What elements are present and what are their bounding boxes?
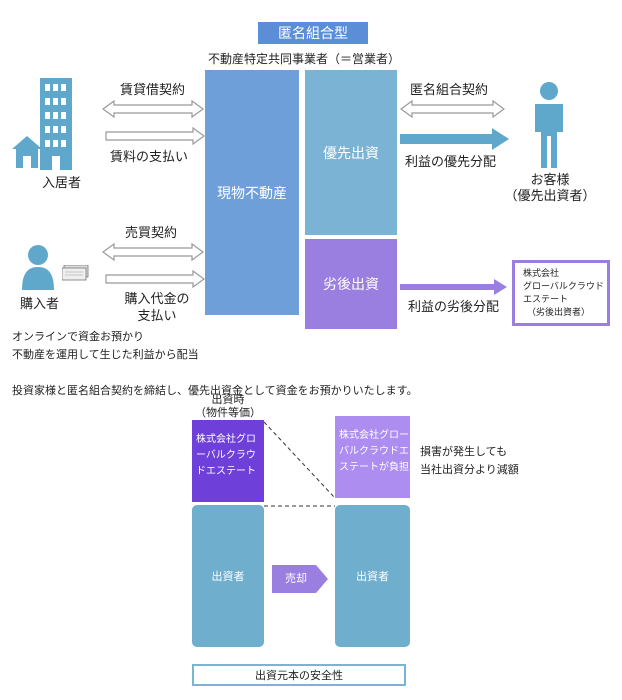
investment-time-line-2: （物件等価） [195,406,261,419]
online-note-line-2: 不動産を運用して生じた利益から配当 [12,348,199,361]
company-share-after-line-3: ステートが負担 [339,462,409,473]
sub-box-line-3: エステート [523,295,569,305]
sale-arrow-label: 売却 [285,572,307,585]
principal-safety-caption-label: 出資元本の安全性 [255,669,343,682]
lease-contract-label: 賃貸借契約 [120,83,186,98]
subordinate-distribution-label: 利益の劣後分配 [408,300,500,315]
buyer-label: 購入者 [20,297,60,312]
rent-arrow [105,127,205,145]
property-block-label: 現物不動産 [217,185,287,202]
house-icon [12,136,42,168]
anon-contract-double-arrow [400,100,505,118]
company-share-before: 株式会社グロ ーバルクラウ ドエステート [192,420,264,502]
purchase-payment-line-1: 購入代金の [124,292,190,307]
sub-box-line-2: グローバルクラウド [523,282,604,292]
subordinate-investor-box: 株式会社 グローバルクラウド エステート （劣後出資者） [512,260,610,326]
customer-label-line-2: （優先出資者） [504,189,596,204]
investor-after: 出資者 [335,505,410,647]
person-icon-buyer [22,245,54,290]
company-share-after-line-1: 株式会社グロー [339,430,409,441]
cash-icon [62,265,89,281]
priority-investment-label: 優先出資 [323,145,379,162]
sale-arrow [272,565,328,593]
purchase-payment-label: 購入代金の 支払い [112,291,202,325]
intro-text: 投資家様と匿名組合契約を締結し、優先出資金として資金をお預かりいたします。 [12,384,418,397]
company-share-before-line-3: ドエステート [196,466,256,477]
sale-contract-label: 売買契約 [125,226,178,241]
subordinate-investment-block: 劣後出資 [305,239,397,329]
priority-distribution-arrow [400,128,509,150]
online-note-line-1: オンラインで資金お預かり [12,330,144,343]
loss-dashed-lines [263,421,336,507]
investment-time-line-1: 出資時 [211,393,245,406]
customer-label-line-1: お客様 [530,173,570,188]
company-share-before-line-1: 株式会社グロ [196,434,256,445]
property-block: 現物不動産 [205,70,299,315]
building-icon [40,78,72,170]
rent-payment-label: 賃料の支払い [110,150,189,165]
investor-before: 出資者 [192,505,264,647]
online-note: オンラインで資金お預かり 不動産を運用して生じた利益から配当 [12,328,199,364]
priority-investment-block: 優先出資 [305,70,397,235]
subordinate-distribution-arrow [400,279,507,295]
priority-distribution-label: 利益の優先分配 [405,155,497,170]
company-share-before-line-2: ーバルクラウ [196,450,256,461]
loss-note-line-1: 損害が発生しても [420,445,508,458]
lease-double-arrow [102,100,204,118]
loss-note-line-2: 当社出資分より減額 [420,463,519,476]
person-icon-customer [535,82,563,168]
purchase-arrow [105,270,205,288]
purchase-payment-line-2: 支払い [137,309,177,324]
sub-box-line-1: 株式会社 [523,269,560,279]
operator-subtitle: 不動産特定共同事業者（＝営業者） [208,52,401,66]
sale-double-arrow [102,243,204,261]
principal-safety-caption: 出資元本の安全性 [192,664,406,686]
company-share-after: 株式会社グロー バルクラウドエ ステートが負担 [335,416,410,498]
anon-contract-label: 匿名組合契約 [410,83,489,98]
company-share-after-line-2: バルクラウドエ [339,446,409,457]
scheme-badge: 匿名組合型 [258,22,368,44]
subordinate-investment-label: 劣後出資 [323,277,379,293]
sub-box-line-4: （劣後出資者） [527,308,591,318]
investment-time-label: 出資時 （物件等価） [188,393,268,419]
tenant-label: 入居者 [42,176,82,191]
scheme-badge-label: 匿名組合型 [278,26,348,42]
investor-after-label: 出資者 [356,570,389,583]
customer-label: お客様 （優先出資者） [500,173,600,205]
investor-before-label: 出資者 [211,570,245,583]
loss-note: 損害が発生しても 当社出資分より減額 [420,443,519,479]
